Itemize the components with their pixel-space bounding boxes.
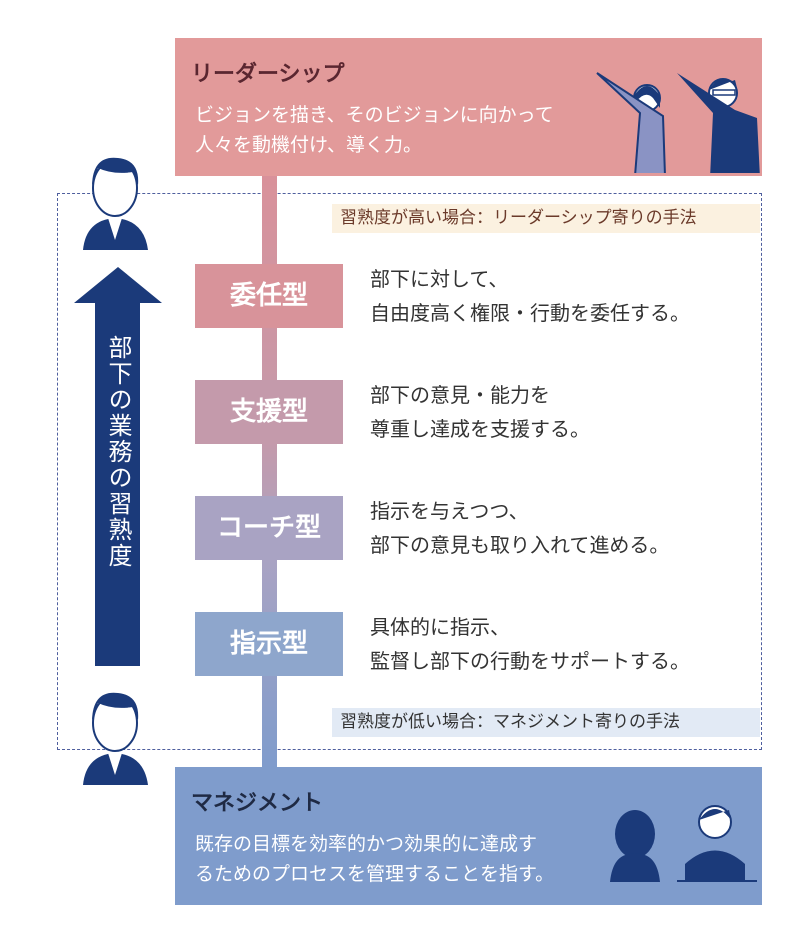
management-desc: 既存の目標を効率的かつ効果的に達成す るためのプロセスを管理することを指す。 bbox=[195, 829, 554, 889]
management-desc-line: 既存の目標を効率的かつ効果的に達成す bbox=[195, 833, 538, 855]
leadership-desc: ビジョンを描き、そのビジョンに向かって 人々を動機付け、導く力。 bbox=[195, 100, 554, 160]
leadership-box: リーダーシップ ビジョンを描き、そのビジョンに向かって 人々を動機付け、導く力。 bbox=[175, 38, 762, 176]
low-maturity-tag: 習熟度が低い場合：マネジメント寄りの手法 bbox=[332, 708, 760, 737]
arrow-head-icon bbox=[74, 267, 162, 303]
type-coaching: コーチ型 bbox=[195, 496, 343, 560]
subordinate-novice-icon bbox=[83, 692, 148, 785]
desc-line: 監督し部下の行動をサポートする。 bbox=[370, 649, 690, 673]
leadership-desc-line: ビジョンを描き、そのビジョンに向かって bbox=[195, 104, 554, 126]
management-box: マネジメント 既存の目標を効率的かつ効果的に達成す るためのプロセスを管理するこ… bbox=[175, 767, 762, 905]
desc-line: 具体的に指示、 bbox=[370, 615, 510, 639]
subordinate-confident-icon bbox=[83, 157, 148, 250]
type-supporting: 支援型 bbox=[195, 380, 343, 444]
leadership-desc-line: 人々を動機付け、導く力。 bbox=[195, 134, 423, 156]
desc-line: 部下の意見も取り入れて進める。 bbox=[370, 533, 670, 557]
type-delegating: 委任型 bbox=[195, 264, 343, 328]
type-delegating-desc: 部下に対して、自由度高く権限・行動を委任する。 bbox=[370, 262, 690, 330]
maturity-range-frame bbox=[57, 193, 762, 750]
leadership-title: リーダーシップ bbox=[191, 62, 345, 87]
management-title: マネジメント bbox=[191, 791, 324, 816]
maturity-arrow-label: 部下の業務の習熟度 bbox=[104, 335, 132, 569]
management-desc-line: るためのプロセスを管理することを指す。 bbox=[195, 863, 555, 885]
maturity-arrow bbox=[95, 300, 140, 666]
desc-line: 自由度高く権限・行動を委任する。 bbox=[370, 301, 690, 325]
pointing-people-icon bbox=[596, 72, 760, 173]
desc-line: 部下に対して、 bbox=[370, 267, 509, 291]
high-maturity-tag: 習熟度が高い場合：リーダーシップ寄りの手法 bbox=[332, 204, 760, 233]
desc-line: 尊重し達成を支援する。 bbox=[370, 417, 590, 441]
type-directing-desc: 具体的に指示、監督し部下の行動をサポートする。 bbox=[370, 610, 690, 678]
type-directing: 指示型 bbox=[195, 612, 343, 676]
type-coaching-desc: 指示を与えつつ、部下の意見も取り入れて進める。 bbox=[370, 494, 669, 562]
desc-line: 指示を与えつつ、 bbox=[370, 499, 529, 523]
type-supporting-desc: 部下の意見・能力を尊重し達成を支援する。 bbox=[370, 378, 590, 446]
desc-line: 部下の意見・能力を bbox=[370, 383, 550, 407]
meeting-people-icon bbox=[610, 805, 757, 882]
